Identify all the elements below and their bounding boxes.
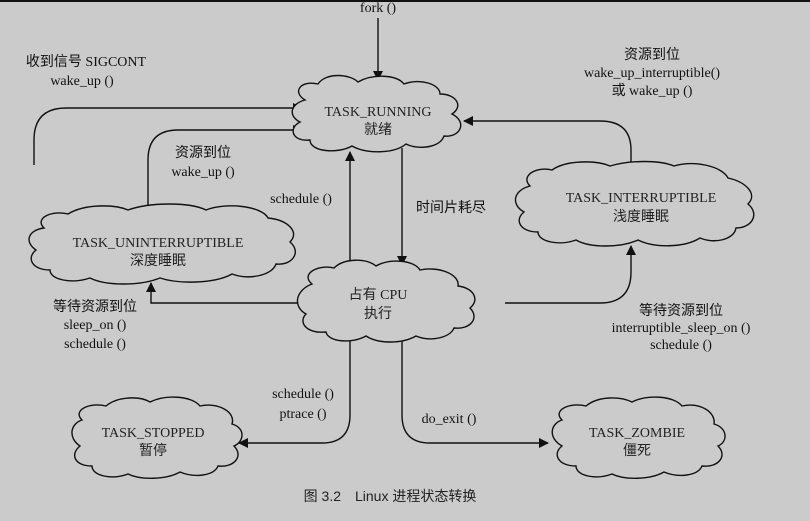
cloud-shape [514,160,755,247]
node-interruptible-label: TASK_INTERRUPTIBLE [566,191,717,206]
label-sleep-interruptible-2: interruptible_sleep_on () [612,321,751,336]
label-exit: do_exit () [422,412,477,427]
node-zombie-sublabel: 僵死 [623,443,651,459]
label-sigcont-1: 收到信号 SIGCONT [26,54,147,70]
label-schedule-to-running: schedule () [270,192,332,207]
label-wake-interruptible-2: wake_up_interruptible() [584,66,720,81]
edge-wake-interruptible [463,116,632,168]
edge-labels: fork () 收到信号 SIGCONT wake_up () 资源到位 wak… [26,1,751,427]
node-stopped-sublabel: 暂停 [139,442,167,459]
label-sigcont-2: wake_up () [50,74,114,89]
edge-exit [401,328,549,448]
cloud-shape [71,396,243,479]
label-sleep-uninterruptible-2: sleep_on () [64,318,127,333]
cloud-shape [551,396,726,479]
edge-stop [238,328,351,448]
label-sleep-uninterruptible-1: 等待资源到位 [53,298,137,315]
edge-wake-uninterruptible [147,125,303,212]
label-wake-interruptible-1: 资源到位 [624,47,680,63]
label-timeslice: 时间片耗尽 [416,200,486,216]
node-zombie: TASK_ZOMBIE 僵死 [551,396,726,479]
figure-caption: 图 3.2 Linux 进程状态转换 [304,488,477,504]
cloud-shape [291,74,462,153]
label-fork: fork () [360,1,396,16]
node-uninterruptible: TASK_UNINTERRUPTIBLE 深度睡眠 [28,203,296,285]
label-wake-uninterruptible-2: wake_up () [171,165,235,180]
node-interruptible-sublabel: 浅度睡眠 [613,209,669,225]
top-border [0,0,810,2]
label-sleep-interruptible-1: 等待资源到位 [639,302,723,319]
node-zombie-label: TASK_ZOMBIE [589,426,685,441]
cloud-shape [296,259,476,343]
node-stopped-label: TASK_STOPPED [102,426,205,441]
node-cpu-sublabel: 执行 [364,306,392,322]
edges [33,18,636,448]
label-stop-2: ptrace () [279,407,326,422]
label-stop-1: schedule () [272,387,334,402]
edge-sigcont [33,103,303,165]
cloud-shape [28,203,296,285]
label-wake-interruptible-3: 或 wake_up () [612,83,693,99]
node-uninterruptible-sublabel: 深度睡眠 [130,253,186,269]
label-sleep-uninterruptible-3: schedule () [64,337,126,352]
node-interruptible: TASK_INTERRUPTIBLE 浅度睡眠 [514,160,755,247]
node-uninterruptible-label: TASK_UNINTERRUPTIBLE [73,236,244,251]
node-running-sublabel: 就绪 [364,122,392,138]
label-wake-uninterruptible-1: 资源到位 [175,145,231,161]
edge-sleep-interruptible [505,245,636,304]
label-sleep-interruptible-3: schedule () [650,338,712,353]
edge-sleep-uninterruptible [146,282,298,304]
node-stopped: TASK_STOPPED 暂停 [71,396,243,479]
node-cpu-label: 占有 CPU [349,287,408,303]
node-running-label: TASK_RUNNING [325,105,432,120]
node-cpu: 占有 CPU 执行 [296,259,476,343]
node-running: TASK_RUNNING 就绪 [291,74,462,153]
